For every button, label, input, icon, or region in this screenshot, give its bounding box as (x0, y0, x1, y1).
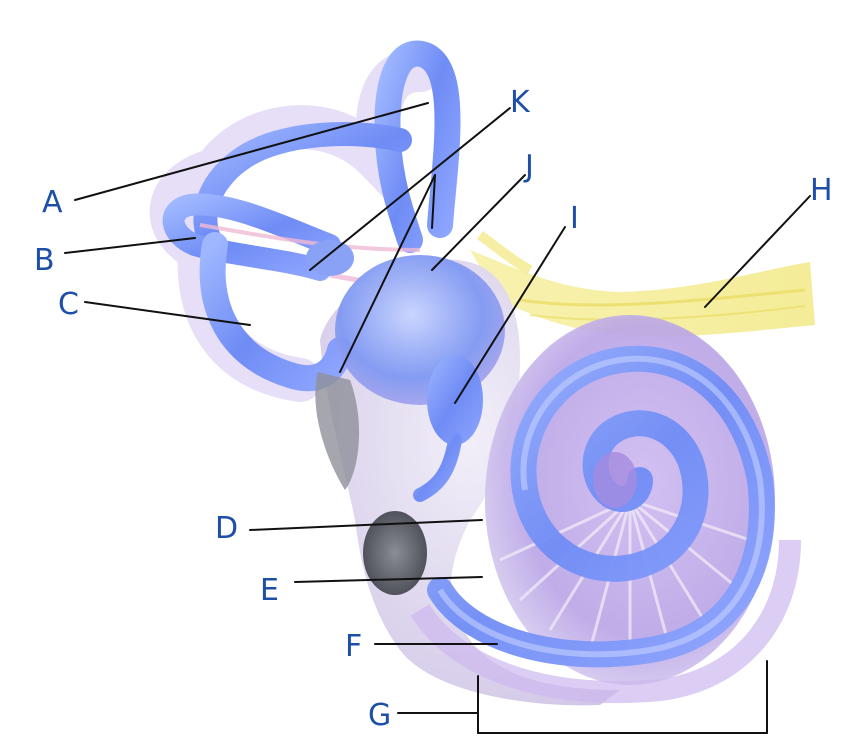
windows (315, 372, 427, 595)
leader-line-c (84, 301, 251, 326)
leader-line-d (249, 519, 483, 531)
labels: A B C D E F G H I J K (34, 85, 833, 733)
semicircular-canals (149, 40, 491, 402)
leader-lines-k (309, 107, 511, 373)
label-k: K (510, 85, 531, 120)
leader-line-j (431, 174, 526, 271)
label-c: C (58, 287, 79, 322)
label-d: D (215, 511, 238, 546)
leader-lines (64, 102, 811, 734)
leader-line-a (74, 102, 429, 201)
leader-line-h (704, 195, 811, 308)
cochlea (410, 315, 801, 704)
label-g: G (368, 698, 391, 733)
label-i: I (570, 201, 579, 236)
label-h: H (810, 173, 833, 208)
leader-line-e (294, 576, 483, 583)
label-b: B (34, 243, 55, 278)
leader-line-b (64, 237, 196, 254)
anatomy-illustration (149, 40, 815, 706)
nerve-bundle (470, 231, 815, 337)
label-a: A (42, 185, 63, 220)
bracket-g (397, 660, 768, 734)
label-e: E (260, 573, 279, 608)
label-j: J (523, 149, 534, 184)
leader-line-i (454, 226, 566, 404)
label-f: F (345, 629, 362, 664)
